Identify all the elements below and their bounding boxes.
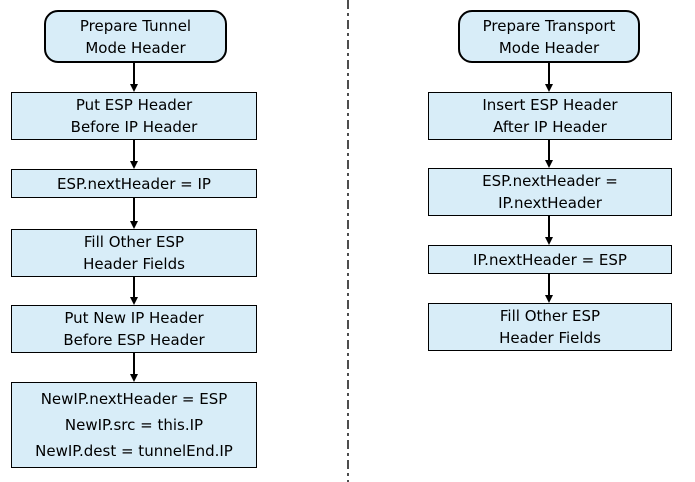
node-text-line: Insert ESP Header — [482, 96, 618, 114]
arrow-down — [133, 198, 135, 221]
arrow-down — [133, 63, 135, 84]
node-text-line: ESP.nextHeader = IP — [57, 174, 211, 193]
node-text-line: Header Fields — [83, 255, 185, 273]
node-text-line: Before ESP Header — [63, 331, 205, 349]
node-insert-esp-header-after-ip-header: Insert ESP Header After IP Header — [428, 92, 672, 140]
node-text-line: Put ESP Header — [75, 96, 193, 114]
node-text-line: Prepare Tunnel — [79, 16, 192, 35]
node-prepare-transport-mode-header: Prepare Transport Mode Header — [458, 10, 640, 63]
node-put-esp-header-before-ip-header: Put ESP Header Before IP Header — [11, 92, 257, 140]
node-text-line: Header Fields — [499, 329, 601, 347]
node-put-new-ip-header-before-esp-header: Put New IP Header Before ESP Header — [11, 305, 257, 353]
arrow-down — [548, 140, 550, 160]
node-text-line: Before IP Header — [70, 118, 198, 136]
node-text-line: Prepare Transport — [482, 16, 616, 35]
node-text-line: ESP.nextHeader = — [482, 172, 618, 190]
node-text-line: Mode Header — [498, 38, 600, 57]
node-text-line: NewIP.nextHeader = ESP — [40, 390, 228, 408]
node-text-line: After IP Header — [493, 118, 607, 136]
dashed-divider-line — [347, 0, 349, 482]
node-text-line: NewIP.src = this.IP — [64, 416, 204, 434]
node-prepare-tunnel-mode-header: Prepare Tunnel Mode Header — [44, 10, 227, 63]
node-text-line: Put New IP Header — [64, 309, 204, 327]
node-esp-nextheader-equals-ip: ESP.nextHeader = IP — [11, 169, 257, 198]
node-newip-assignments: NewIP.nextHeader = ESP NewIP.src = this.… — [11, 382, 257, 468]
arrow-down — [133, 353, 135, 374]
arrow-down — [548, 216, 550, 237]
node-text-line: IP.nextHeader = ESP — [473, 250, 627, 269]
arrow-down — [133, 140, 135, 161]
arrow-down — [133, 277, 135, 297]
node-esp-nextheader-equals-ip-nextheader: ESP.nextHeader = IP.nextHeader — [428, 168, 672, 216]
node-fill-other-esp-header-fields: Fill Other ESP Header Fields — [428, 303, 672, 351]
arrow-down — [548, 63, 550, 84]
node-text-line: Fill Other ESP — [83, 233, 185, 251]
node-text-line: NewIP.dest = tunnelEnd.IP — [35, 442, 233, 460]
node-text-line: Fill Other ESP — [499, 307, 601, 325]
node-text-line: IP.nextHeader — [498, 194, 602, 212]
node-ip-nextheader-equals-esp: IP.nextHeader = ESP — [428, 245, 672, 274]
node-text-line: Mode Header — [85, 38, 186, 57]
node-fill-other-esp-header-fields: Fill Other ESP Header Fields — [11, 229, 257, 277]
arrow-down — [548, 274, 550, 295]
